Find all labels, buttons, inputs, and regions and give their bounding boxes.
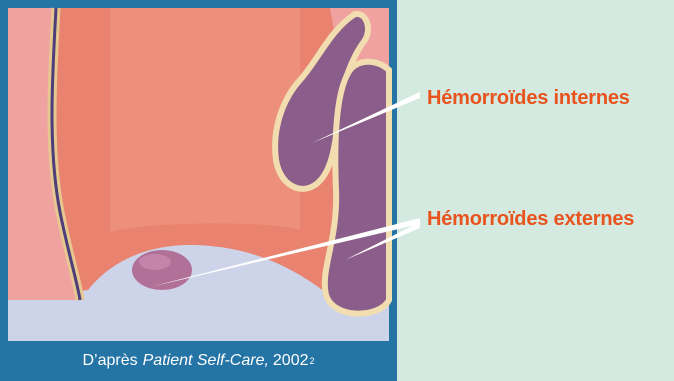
label-internal-hemorrhoids: Hémorroïdes internes: [427, 87, 630, 110]
caption-prefix: D’après: [82, 352, 137, 370]
label-external-hemorrhoids: Hémorroïdes externes: [427, 208, 634, 231]
caption-title: Patient Self-Care,: [143, 352, 269, 370]
prolapsed-hemorrhoid-highlight: [139, 254, 171, 270]
caption-year: 2002: [273, 352, 309, 370]
caption-reference: 2: [310, 356, 315, 366]
rectal-wall-highlight: [110, 8, 300, 232]
